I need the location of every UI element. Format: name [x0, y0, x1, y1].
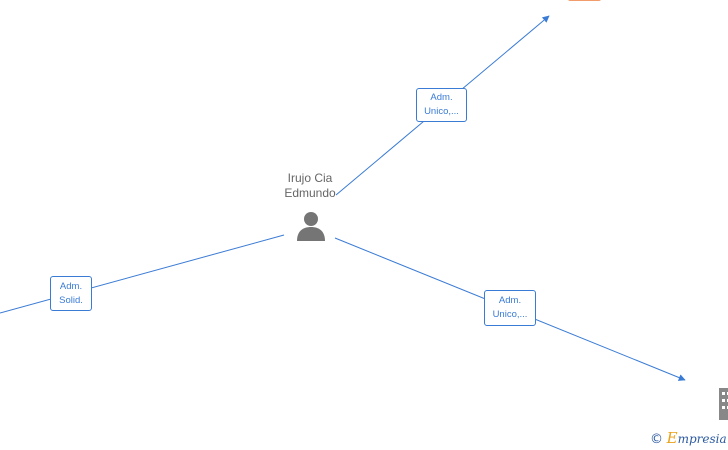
copyright-symbol: © [650, 432, 663, 447]
relation-bottom-line2: Unico,... [492, 309, 528, 320]
brand-logo-text: mpresia [677, 432, 727, 446]
relation-top-line2: Unico,... [424, 106, 459, 117]
company-node-top-stub[interactable] [568, 0, 601, 1]
relation-label-top[interactable]: Adm. Unico,... [416, 88, 467, 122]
center-node-name-line2: Edmundo [284, 186, 336, 200]
company-building-icon[interactable] [719, 388, 728, 420]
person-icon[interactable] [294, 210, 328, 242]
center-node-label[interactable]: Irujo Cia Edmundo [266, 171, 354, 201]
brand-logo-initial: E [666, 429, 678, 447]
relation-label-left[interactable]: Adm. Solid. [50, 276, 92, 311]
relation-left-line2: Solid. [59, 295, 83, 306]
edge-left [0, 234, 285, 314]
relation-top-line1: Adm. [430, 92, 453, 103]
relation-label-bottom[interactable]: Adm. Unico,... [484, 290, 536, 326]
footer-copyright: © Empresia [650, 429, 727, 447]
relation-left-line1: Adm. [59, 281, 83, 292]
relation-bottom-line1: Adm. [498, 295, 522, 306]
center-node-name-line1: Irujo Cia [287, 171, 333, 185]
